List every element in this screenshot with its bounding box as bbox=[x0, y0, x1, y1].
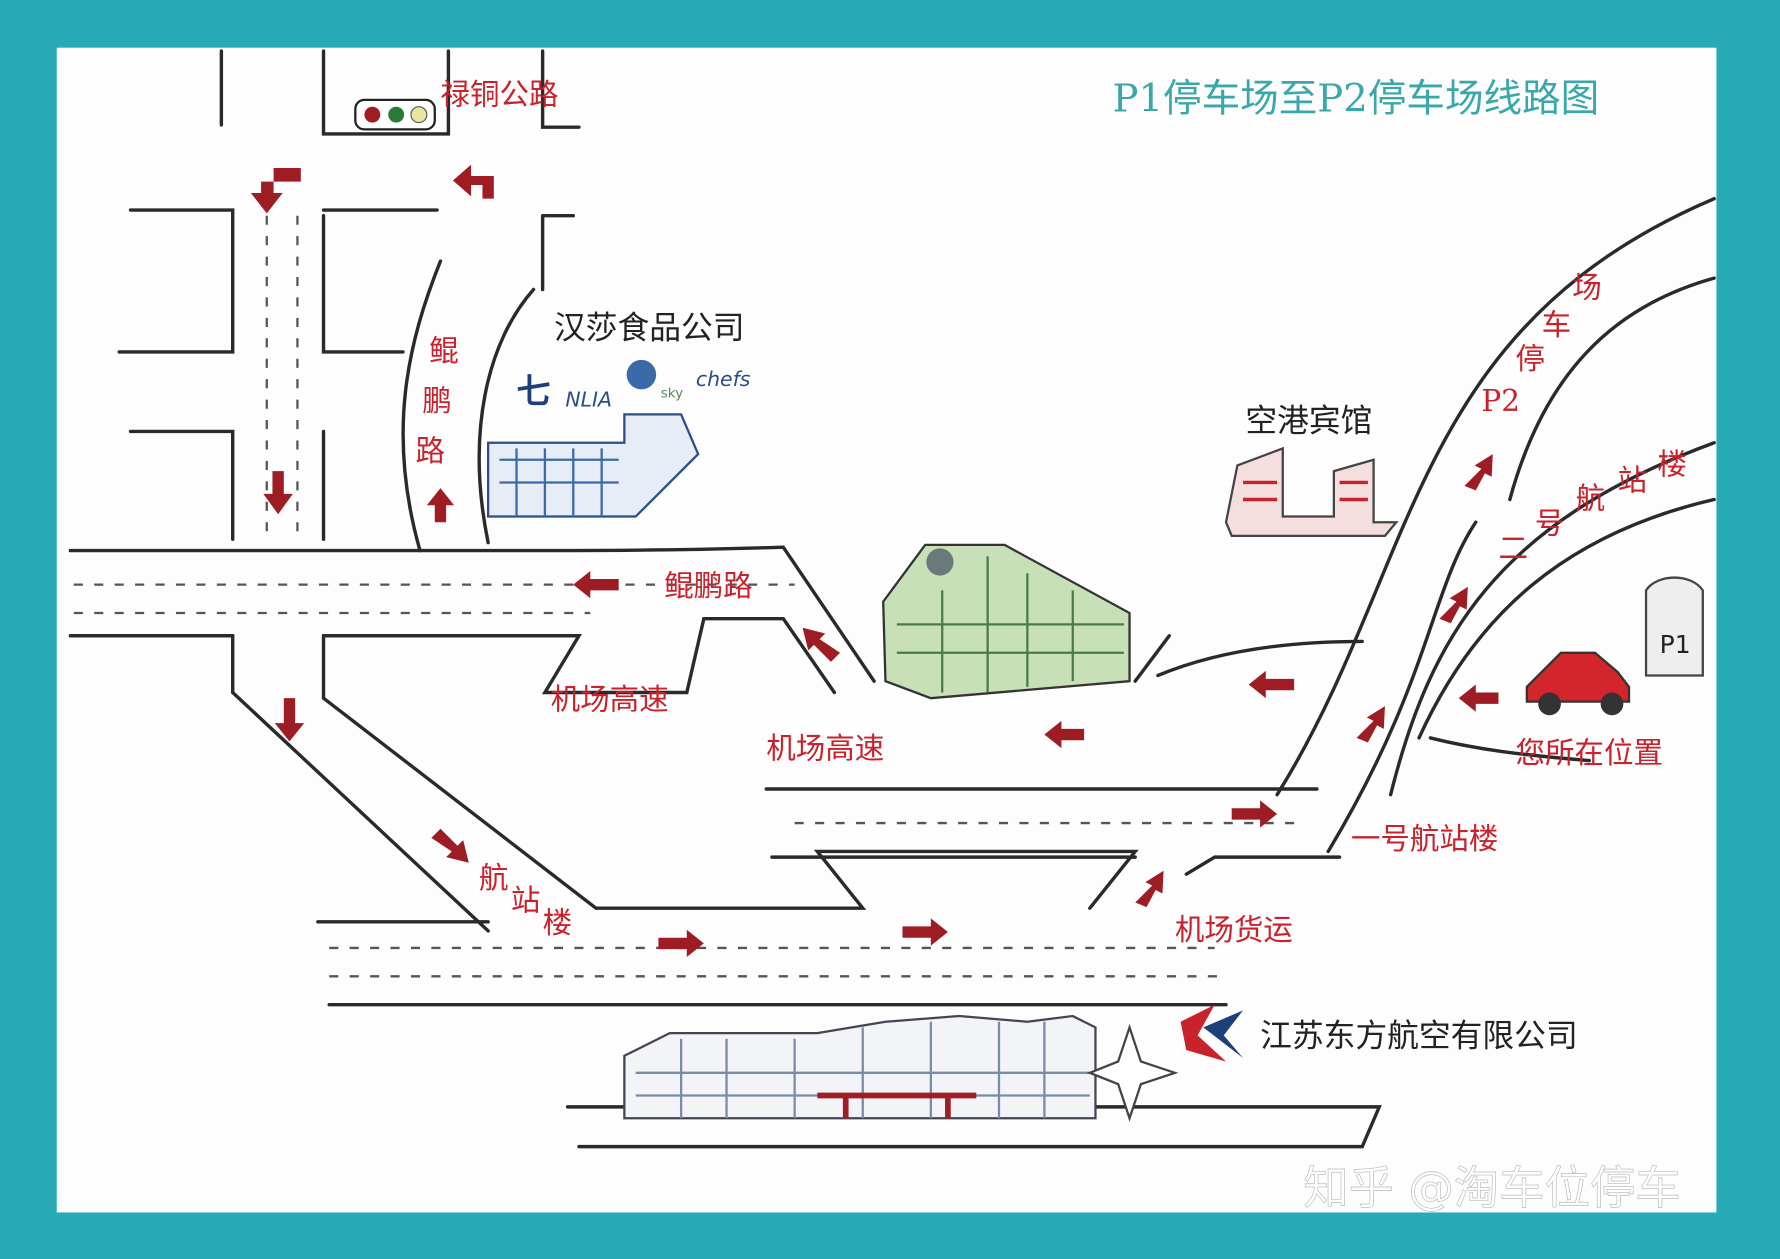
svg-text:P1: P1 bbox=[1660, 630, 1691, 659]
p1-sign-icon: P1 bbox=[1644, 576, 1704, 677]
arrow-icon bbox=[263, 471, 293, 515]
arrow-icon bbox=[1356, 706, 1385, 743]
svg-text:号: 号 bbox=[1535, 507, 1565, 541]
arrow-icon bbox=[1044, 720, 1085, 749]
car-icon bbox=[1525, 651, 1631, 716]
label-p2-parking: P2 停 车 场 bbox=[1481, 270, 1601, 418]
label-kunpeng-road: 鲲鹏路 bbox=[664, 569, 753, 603]
arrow-icon bbox=[573, 571, 619, 599]
label-kunpeng-road-vertical: 鲲 鹏 路 bbox=[415, 334, 458, 468]
svg-text:chefs: chefs bbox=[696, 367, 751, 391]
arrow-icon bbox=[274, 698, 305, 742]
label-terminal-2: 二 号 航 站 楼 bbox=[1498, 448, 1686, 566]
arrow-icon bbox=[452, 164, 494, 199]
watermark: 知乎 @淘车位停车 bbox=[1303, 1161, 1681, 1214]
arrow-icon bbox=[658, 929, 704, 958]
label-airport-expressway: 机场高速 bbox=[766, 731, 884, 765]
top-street-grid bbox=[117, 49, 581, 553]
svg-text:车: 车 bbox=[1542, 308, 1572, 342]
label-you-are-here: 您所在位置 bbox=[1515, 736, 1663, 770]
arrow-icon bbox=[1135, 870, 1164, 908]
hansa-building-icon bbox=[487, 413, 700, 518]
label-terminal: 航 站 楼 bbox=[479, 861, 572, 940]
svg-text:sky: sky bbox=[661, 385, 684, 401]
road-network bbox=[68, 196, 1716, 1149]
arrow-icon bbox=[1458, 684, 1499, 712]
nlia-logo-icon: 七 bbox=[517, 372, 551, 412]
label-airport-hotel: 空港宾馆 bbox=[1245, 403, 1372, 439]
svg-text:航: 航 bbox=[1576, 482, 1606, 516]
svg-text:NLIA: NLIA bbox=[565, 387, 612, 411]
arrow-icon bbox=[426, 488, 455, 523]
arrow-icon bbox=[902, 918, 948, 946]
svg-text:鲲: 鲲 bbox=[429, 334, 459, 368]
arrow-icon bbox=[250, 168, 301, 214]
svg-text:P2: P2 bbox=[1481, 384, 1520, 418]
star-sculpture-icon bbox=[1086, 1023, 1179, 1122]
label-airport-cargo: 机场货运 bbox=[1175, 913, 1293, 947]
svg-text:鹏: 鹏 bbox=[422, 384, 452, 418]
airline-building-icon bbox=[623, 1014, 1179, 1122]
direction-arrows bbox=[250, 164, 1499, 958]
svg-text:站: 站 bbox=[511, 883, 541, 917]
hotel-building-icon bbox=[1224, 446, 1399, 537]
svg-text:路: 路 bbox=[415, 434, 445, 468]
hansa-logos: 七 NLIA sky chefs bbox=[517, 359, 751, 412]
arrow-icon bbox=[431, 828, 469, 863]
traffic-light-icon bbox=[354, 98, 436, 131]
arrow-icon bbox=[1439, 586, 1468, 624]
label-airport-expressway: 机场高速 bbox=[551, 683, 669, 717]
arrow-icon bbox=[802, 627, 841, 662]
label-terminal-1: 一号航站楼 bbox=[1351, 822, 1499, 856]
svg-text:航: 航 bbox=[479, 861, 509, 895]
svg-text:场: 场 bbox=[1572, 270, 1602, 304]
svg-text:二: 二 bbox=[1498, 532, 1528, 566]
label-airline: 江苏东方航空有限公司 bbox=[1260, 1019, 1578, 1055]
svg-text:停: 停 bbox=[1515, 342, 1545, 376]
label-lutong-road: 禄铜公路 bbox=[440, 77, 558, 111]
map-title: P1停车场至P2停车场线路图 bbox=[1112, 76, 1599, 121]
arrow-icon bbox=[1464, 454, 1493, 491]
arrow-icon bbox=[1231, 800, 1278, 828]
label-hansa-food: 汉莎食品公司 bbox=[554, 310, 745, 346]
svg-text:楼: 楼 bbox=[543, 906, 573, 940]
svg-text:站: 站 bbox=[1618, 463, 1648, 497]
sky-chefs-logo-icon bbox=[626, 359, 657, 390]
arrow-icon bbox=[1248, 670, 1295, 699]
central-building-icon bbox=[882, 543, 1131, 700]
svg-text:楼: 楼 bbox=[1657, 448, 1687, 482]
china-eastern-logo-icon bbox=[1180, 1004, 1244, 1062]
